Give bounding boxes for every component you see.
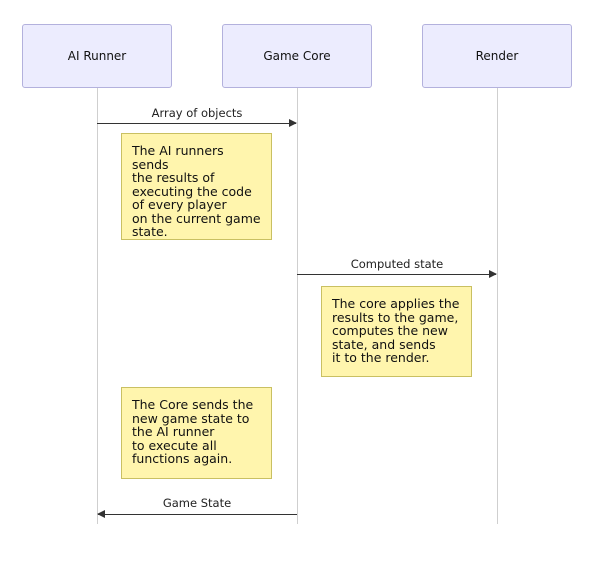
actor-game-core: Game Core	[222, 24, 372, 88]
message-arrow-array-of-objects	[97, 119, 297, 127]
message-arrow-game-state	[97, 510, 297, 518]
lifeline-game-core	[297, 88, 298, 524]
actor-ai-runner: AI Runner	[22, 24, 172, 88]
message-label-computed-state: Computed state	[350, 257, 444, 271]
message-label-game-state: Game State	[162, 496, 232, 510]
message-label-array-of-objects: Array of objects	[151, 106, 243, 120]
note-core-applies: The core applies the results to the game…	[321, 286, 472, 377]
lifeline-render	[497, 88, 498, 524]
actor-label: Game Core	[263, 49, 331, 63]
actor-render: Render	[422, 24, 572, 88]
note-core-sends: The Core sends the new game state to the…	[121, 387, 272, 479]
actor-label: Render	[475, 49, 519, 63]
lifeline-ai-runner	[97, 88, 98, 524]
message-arrow-computed-state	[297, 270, 497, 278]
note-ai-runners: The AI runners sends the results of exec…	[121, 133, 272, 240]
actor-label: AI Runner	[67, 49, 127, 63]
